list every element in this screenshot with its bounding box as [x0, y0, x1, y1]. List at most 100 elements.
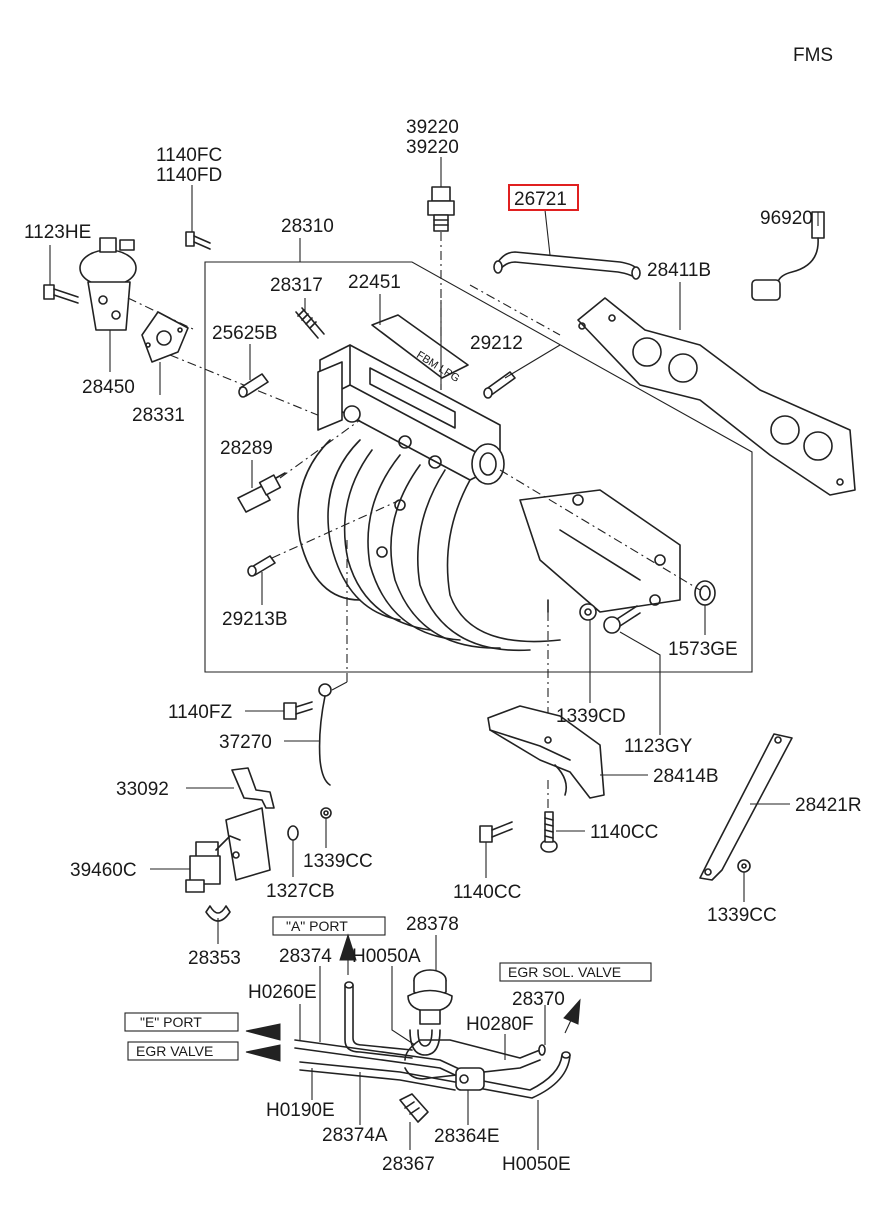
part-28378-valve[interactable] — [407, 969, 453, 1025]
manifold-group-frame — [204, 261, 753, 673]
dash-26721 — [469, 284, 561, 336]
a-port-label: "A" PORT — [286, 918, 348, 934]
part-25625b-pin[interactable] — [238, 373, 269, 398]
part-1327cb-clip[interactable] — [287, 825, 299, 841]
label-28411b: 28411B — [647, 260, 711, 281]
label-1339cc-left: 1339CC — [303, 851, 373, 872]
egr-valve-label: EGR VALVE — [136, 1043, 213, 1059]
leader-37270-b — [331, 681, 348, 691]
label-28374a: 28374A — [322, 1125, 388, 1146]
part-1339cc-nut-right[interactable] — [737, 859, 751, 873]
label-1573ge: 1573GE — [668, 639, 738, 660]
dash-1573ge — [499, 469, 701, 591]
label-h0050a: H0050A — [352, 946, 421, 967]
part-28414b-bracket[interactable] — [487, 705, 605, 799]
part-28317-stud[interactable] — [295, 307, 325, 339]
corner-code: FMS — [793, 45, 833, 66]
label-28317: 28317 — [270, 275, 323, 296]
part-28364e-connector[interactable] — [455, 1067, 485, 1091]
part-29212-stud[interactable] — [483, 371, 516, 399]
label-29212: 29212 — [470, 333, 523, 354]
part-26721-hose[interactable] — [493, 251, 641, 280]
part-1140fc-bolt[interactable] — [185, 231, 211, 250]
dash-28289 — [279, 419, 361, 479]
part-1339cd-nut[interactable] — [579, 603, 597, 621]
part-28411b-gasket[interactable] — [577, 297, 856, 496]
label-1140fc: 1140FC — [156, 145, 222, 166]
e-port-label: "E" PORT — [140, 1014, 202, 1030]
label-28353: 28353 — [188, 948, 241, 969]
dash-29213b — [271, 499, 401, 559]
label-39220-a: 39220 — [406, 117, 459, 138]
e-port-box: "E" PORT — [124, 1012, 239, 1032]
part-39220-sensor[interactable] — [427, 186, 455, 232]
label-28450: 28450 — [82, 377, 135, 398]
label-1140fz: 1140FZ — [168, 702, 232, 723]
highlight-box-26721 — [508, 184, 579, 211]
part-28289-fitting[interactable] — [237, 472, 286, 513]
part-1140fz-bolt[interactable] — [283, 701, 313, 720]
vacuum-hose-assembly[interactable] — [294, 981, 571, 1099]
egr-sol-valve-label: EGR SOL. VALVE — [508, 964, 621, 980]
label-28374: 28374 — [279, 946, 332, 967]
part-1140cc-screw[interactable] — [540, 811, 558, 853]
label-28310: 28310 — [281, 216, 334, 237]
part-29213b-stud[interactable] — [247, 555, 276, 577]
part-28331-gasket[interactable] — [141, 311, 189, 363]
egr-sol-valve-box: EGR SOL. VALVE — [499, 962, 652, 982]
part-33092-bracket[interactable] — [225, 767, 275, 881]
part-28421r-stay[interactable] — [699, 733, 793, 881]
part-96920-sensor[interactable] — [751, 211, 825, 301]
label-28370: 28370 — [512, 989, 565, 1010]
label-1140cc-right: 1140CC — [590, 822, 658, 843]
part-28310-intake-manifold[interactable] — [297, 344, 681, 652]
part-28367-clip[interactable] — [399, 1093, 429, 1123]
label-28421r: 28421R — [795, 795, 862, 816]
label-28364e: 28364E — [434, 1126, 500, 1147]
part-1573ge-ring[interactable] — [694, 580, 716, 606]
part-1140cc-bolt[interactable] — [479, 821, 513, 843]
label-28331: 28331 — [132, 405, 185, 426]
part-28450-egr-valve[interactable] — [79, 237, 137, 331]
label-26721: 26721 — [514, 189, 567, 210]
label-29213b: 29213B — [222, 609, 288, 630]
part-1123he-bolt[interactable] — [43, 284, 79, 304]
part-37270-ground-strap[interactable] — [318, 683, 332, 786]
label-28289: 28289 — [220, 438, 273, 459]
label-28414b: 28414B — [653, 766, 719, 787]
egr-valve-box: EGR VALVE — [127, 1041, 239, 1061]
arrow-egr-valve — [245, 1044, 281, 1062]
arrow-egr-sol — [563, 998, 581, 1025]
label-28378: 28378 — [406, 914, 459, 935]
label-1123gy: 1123GY — [624, 736, 693, 757]
arrow-e-port — [245, 1023, 281, 1041]
label-1327cb: 1327CB — [266, 881, 335, 902]
label-33092: 33092 — [116, 779, 169, 800]
leader-h0050a — [391, 966, 416, 1046]
label-22451: 22451 — [348, 272, 401, 293]
label-h0280f: H0280F — [466, 1014, 534, 1035]
label-h0050e: H0050E — [502, 1154, 571, 1175]
label-25625b: 25625B — [212, 323, 278, 344]
label-39460c: 39460C — [70, 860, 137, 881]
label-1339cd: 1339CD — [556, 706, 626, 727]
label-h0260e: H0260E — [248, 982, 317, 1003]
label-39220-b: 39220 — [406, 137, 459, 158]
label-1140fd: 1140FD — [156, 165, 222, 186]
label-1339cc-right: 1339CC — [707, 905, 777, 926]
label-96920: 96920 — [760, 208, 813, 229]
dash-28450 — [127, 297, 196, 331]
label-37270: 37270 — [219, 732, 272, 753]
part-1339cc-nut-left[interactable] — [320, 807, 332, 819]
a-port-box: "A" PORT — [272, 916, 386, 936]
part-28353-clip[interactable] — [205, 905, 231, 922]
leader-1123gy — [619, 631, 661, 735]
label-1140cc-bottom: 1140CC — [453, 882, 521, 903]
part-1123gy-bolt[interactable] — [603, 605, 641, 634]
leader-26721 — [544, 209, 551, 256]
label-28367: 28367 — [382, 1154, 435, 1175]
label-1123he: 1123HE — [24, 222, 91, 243]
part-39460c-solenoid[interactable] — [185, 835, 241, 893]
